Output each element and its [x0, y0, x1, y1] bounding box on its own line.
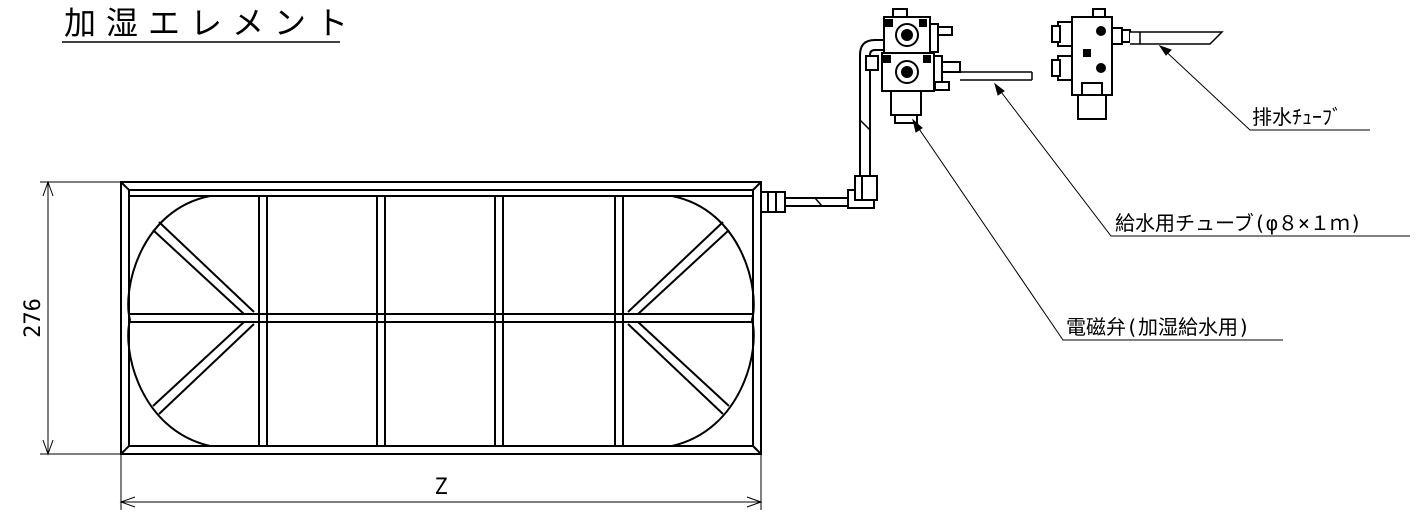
element-inner-frame — [128, 189, 754, 447]
right-diagonals — [627, 221, 730, 415]
label-solenoid-valve: 電磁弁(加湿給水用) — [1066, 315, 1250, 339]
leader-drain-tube — [1159, 45, 1370, 131]
dimension-height — [40, 180, 121, 456]
supply-piping — [760, 39, 885, 213]
left-diagonals — [152, 221, 255, 415]
element-outer-frame — [120, 181, 762, 455]
frame-corner-tr — [752, 181, 762, 191]
horizontal-rib — [129, 313, 753, 323]
right-arc — [671, 195, 755, 447]
label-drain-tube: 排水ﾁｭｰﾌﾞ — [1252, 105, 1342, 129]
dimension-height-label: 276 — [21, 298, 46, 338]
element-inlet-fitting — [760, 191, 786, 213]
leader-lines — [912, 45, 1410, 341]
leader-supply-tube — [994, 83, 1410, 237]
frame-corner-tl — [120, 181, 130, 191]
frame-corner-bl — [120, 445, 130, 455]
valve-coil — [890, 90, 922, 116]
solenoid-valve-side — [1051, 8, 1224, 120]
humidifier-element — [120, 181, 762, 455]
dimension-width-label: Z — [434, 475, 447, 500]
dimension-width — [119, 454, 763, 510]
frame-corner-br — [752, 445, 762, 455]
solenoid-valve — [881, 8, 1033, 124]
label-supply-tube: 給水用チューブ(φ８×１ｍ) — [1115, 211, 1362, 235]
leader-solenoid-valve — [912, 119, 1283, 341]
left-arc — [127, 195, 211, 447]
drawing-title: 加湿エレメント — [64, 4, 358, 42]
